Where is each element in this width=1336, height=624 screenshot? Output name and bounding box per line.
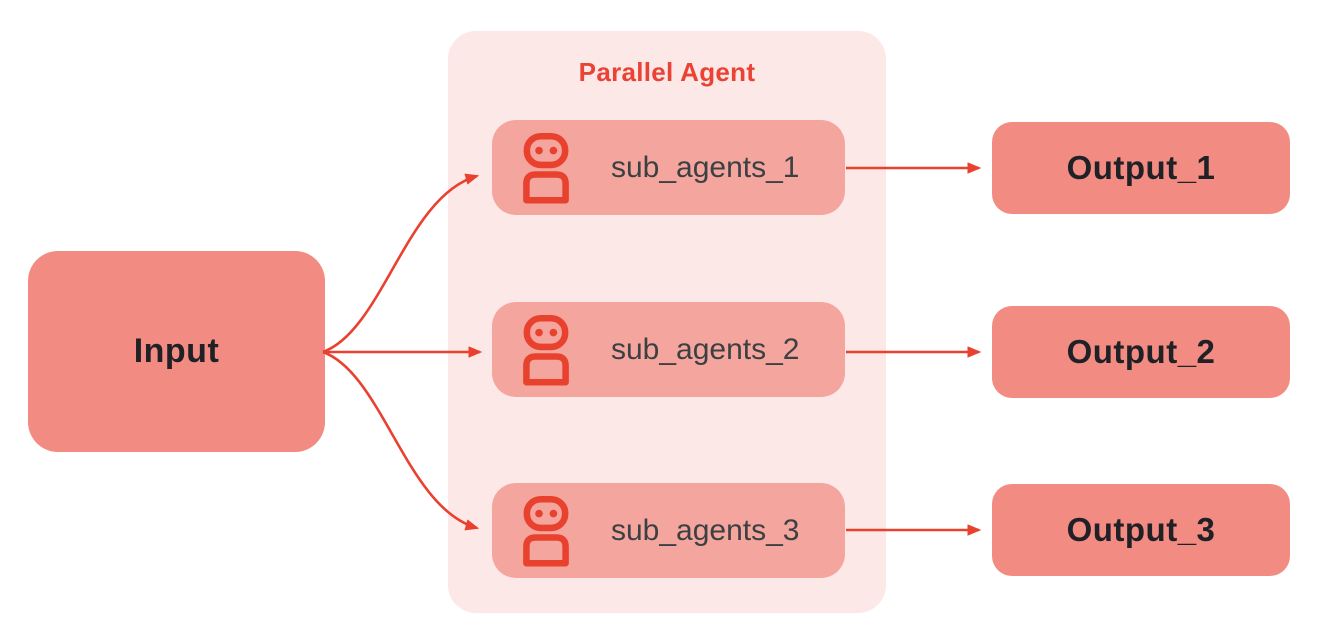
parallel-agent-title: Parallel Agent <box>578 57 756 87</box>
output-node-3: Output_3 <box>992 484 1290 576</box>
input-node: Input <box>28 251 325 452</box>
subagent-node-1: sub_agents_1 <box>492 120 845 215</box>
output-node-label: Output_1 <box>1066 149 1216 186</box>
output-node-label: Output_2 <box>1066 333 1216 370</box>
subagent-node-2: sub_agents_2 <box>492 302 845 397</box>
robot-icon <box>519 132 573 204</box>
robot-icon <box>519 314 573 386</box>
output-node-2: Output_2 <box>992 306 1290 398</box>
subagent-label: sub_agents_2 <box>611 332 800 366</box>
subagent-node-3: sub_agents_3 <box>492 483 845 578</box>
input-node-label: Input <box>133 332 220 370</box>
output-node-label: Output_3 <box>1066 511 1216 548</box>
subagent-label: sub_agents_3 <box>611 513 800 547</box>
output-node-1: Output_1 <box>992 122 1290 214</box>
robot-icon <box>519 495 573 567</box>
subagent-label: sub_agents_1 <box>611 150 800 184</box>
parallel-agent-container: Parallel Agent sub_agents_1 <box>448 31 886 613</box>
